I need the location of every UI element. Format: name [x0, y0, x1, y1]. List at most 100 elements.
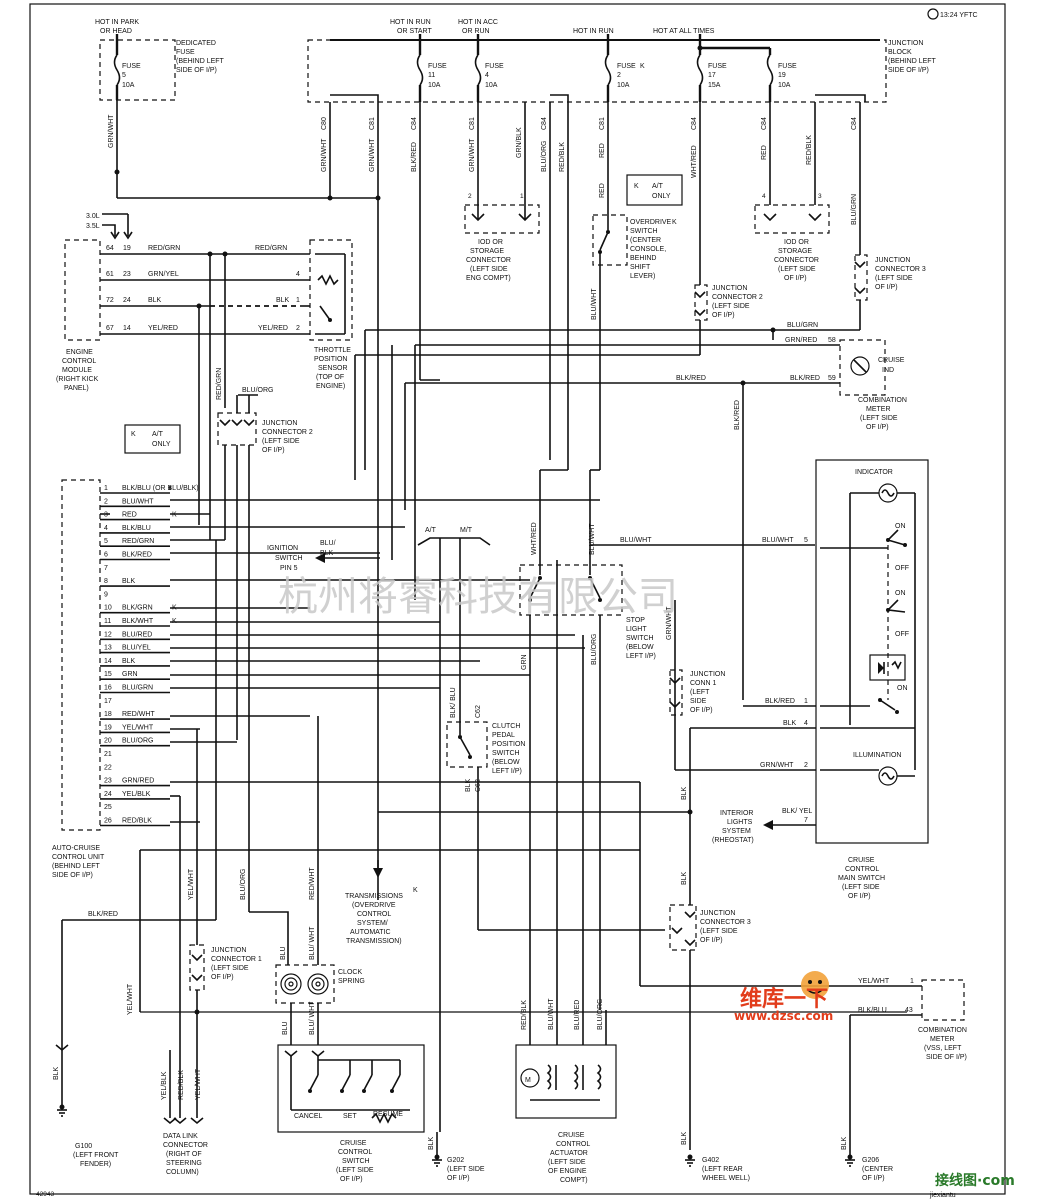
acu-wire-routes	[100, 486, 640, 823]
cruise-control-main-switch[interactable]: INDICATOR ON OFF ON OFF ON ILLUMINATION …	[815, 459, 929, 900]
svg-text:2: 2	[296, 325, 300, 332]
svg-text:CRUISE: CRUISE	[848, 857, 875, 864]
svg-text:IGNITION: IGNITION	[267, 545, 298, 552]
svg-text:FUSE: FUSE	[617, 63, 636, 70]
svg-text:3.5L: 3.5L	[86, 223, 100, 230]
svg-text:METER: METER	[930, 1036, 955, 1043]
clutch-pedal-position-switch[interactable]: BLK/ BLU C62 C62 BLK CLUTCH PEDAL POSITI…	[446, 687, 525, 792]
pin-wire-color: RED/GRN	[122, 538, 154, 545]
top-wires: GRN/WHT C80 GRN/WHT C81 BLK/RED C84 GRN/…	[321, 102, 861, 470]
svg-text:BLK/ YEL: BLK/ YEL	[782, 808, 812, 815]
svg-text:CONTROL: CONTROL	[845, 866, 879, 873]
svg-text:ENGINE: ENGINE	[66, 349, 93, 356]
svg-text:WHT/RED: WHT/RED	[531, 522, 538, 555]
svg-text:BLU/WHT: BLU/WHT	[620, 537, 652, 544]
svg-text:4: 4	[804, 720, 808, 727]
at-only-box-top: K A/T ONLY	[626, 174, 683, 206]
svg-text:SWITCH: SWITCH	[275, 555, 303, 562]
svg-text:YEL/WHT: YEL/WHT	[188, 868, 195, 900]
pin-number: 2	[104, 498, 108, 505]
svg-text:5: 5	[122, 72, 126, 79]
pin-number: 13	[104, 645, 112, 652]
at-mt-selector: A/T M/T	[417, 527, 491, 800]
svg-text:K: K	[131, 431, 136, 438]
svg-text:2: 2	[468, 193, 472, 200]
svg-text:3: 3	[818, 193, 822, 200]
pin-wire-color: BLK/BLU	[122, 525, 151, 532]
svg-text:BLU/RED: BLU/RED	[574, 1000, 581, 1030]
svg-text:72: 72	[106, 297, 114, 304]
svg-text:BLK/RED: BLK/RED	[88, 911, 118, 918]
svg-text:OF ENGINE: OF ENGINE	[548, 1168, 587, 1175]
svg-text:7: 7	[804, 817, 808, 824]
svg-text:RED/WHT: RED/WHT	[309, 867, 316, 900]
svg-text:GRN/WHT: GRN/WHT	[369, 138, 376, 172]
pin-wire-color: GRN	[122, 671, 138, 678]
junction-conn-1-right: JUNCTION CONN 1 (LEFT SIDE OF I/P)	[669, 669, 725, 716]
svg-text:BLK: BLK	[320, 550, 334, 557]
svg-text:COMPT): COMPT)	[560, 1177, 588, 1184]
auto-cruise-control-unit: AUTO-CRUISE CONTROL UNIT (BEHIND LEFT SI…	[52, 479, 105, 879]
pin-number: 26	[104, 818, 112, 825]
svg-text:STEERING: STEERING	[166, 1160, 202, 1167]
svg-text:BLU/ORG: BLU/ORG	[591, 633, 598, 665]
svg-text:BLU/WHT: BLU/WHT	[591, 288, 598, 320]
svg-text:17: 17	[708, 72, 716, 79]
hot-acc-run-label-2: OR RUN	[462, 28, 490, 35]
svg-text:43: 43	[905, 1007, 913, 1014]
acu-pin-22: 22	[104, 764, 112, 771]
pin-number: 17	[104, 698, 112, 705]
svg-text:(LEFT REAR: (LEFT REAR	[702, 1166, 743, 1173]
svg-text:DEDICATED: DEDICATED	[176, 40, 216, 47]
svg-text:BLK/RED: BLK/RED	[676, 375, 706, 382]
overdrive-switch[interactable]: OVERDRIVE K SWITCH (CENTER CONSOLE, BEHI…	[592, 214, 677, 280]
svg-text:CONTROL UNIT: CONTROL UNIT	[52, 854, 105, 861]
hot-run-start-label-2: OR START	[397, 28, 432, 35]
svg-text:SIDE OF I/P): SIDE OF I/P)	[926, 1054, 967, 1061]
ignition-switch-ref: IGNITION SWITCH PIN 5 BLU/ BLK	[267, 540, 380, 572]
svg-text:YEL/WHT: YEL/WHT	[127, 983, 134, 1015]
cruise-control-switch[interactable]: CANCEL SET RESUME CRUISE CONTROL SWITCH …	[277, 1044, 425, 1183]
svg-text:(BELOW: (BELOW	[626, 644, 654, 651]
svg-text:1: 1	[910, 978, 914, 985]
svg-text:GRN/WHT: GRN/WHT	[469, 138, 476, 172]
ecm-row-2: 61 23 GRN/YEL 4	[100, 271, 310, 281]
svg-text:(LEFT FRONT: (LEFT FRONT	[73, 1152, 119, 1159]
svg-text:3.0L: 3.0L	[86, 213, 100, 220]
svg-text:FUSE: FUSE	[778, 63, 797, 70]
svg-text:10A: 10A	[428, 82, 441, 89]
stop-light-switch[interactable]: WHT/RED BLU/WHT STOP LIGHT SWITCH (BELOW…	[519, 470, 656, 660]
data-link-connector: YEL/BLK RED/BLK YEL/WHT DATA LINK CONNEC…	[161, 1068, 208, 1176]
svg-text:OF I/P): OF I/P)	[447, 1175, 470, 1182]
svg-text:SWITCH: SWITCH	[492, 750, 520, 757]
clock-spring: CLOCK SPRING	[275, 964, 365, 1004]
svg-text:24: 24	[123, 297, 131, 304]
svg-text:C80: C80	[321, 117, 328, 130]
cruise-control-actuator: M CRUISE CONTROL ACTUATOR (LEFT SIDE OF …	[515, 1044, 617, 1184]
svg-text:61: 61	[106, 271, 114, 278]
svg-text:TRANSMISSIONS: TRANSMISSIONS	[345, 893, 403, 900]
svg-text:5: 5	[804, 537, 808, 544]
svg-text:FUSE: FUSE	[485, 63, 504, 70]
pin-wire-color: BLU/YEL	[122, 645, 151, 652]
pin-number: 24	[104, 791, 112, 798]
pin-number: 6	[104, 552, 108, 559]
svg-text:SWITCH: SWITCH	[626, 635, 654, 642]
ground-g100: G100 (LEFT FRONT FENDER)	[57, 1104, 119, 1168]
hot-all-times-label: HOT AT ALL TIMES	[653, 28, 715, 35]
svg-text:K: K	[634, 183, 639, 190]
svg-text:ACTUATOR: ACTUATOR	[550, 1150, 588, 1157]
svg-text:YEL/RED: YEL/RED	[258, 325, 288, 332]
ground-g202: G202 (LEFT SIDE OF I/P)	[432, 1154, 485, 1182]
svg-text:M: M	[525, 1077, 531, 1084]
svg-text:SET: SET	[343, 1113, 357, 1120]
svg-text:GRN/WHT: GRN/WHT	[760, 762, 794, 769]
svg-text:(LEFT SIDE: (LEFT SIDE	[700, 928, 738, 935]
svg-text:ON: ON	[895, 590, 906, 597]
svg-text:RED/GRN: RED/GRN	[255, 245, 287, 252]
